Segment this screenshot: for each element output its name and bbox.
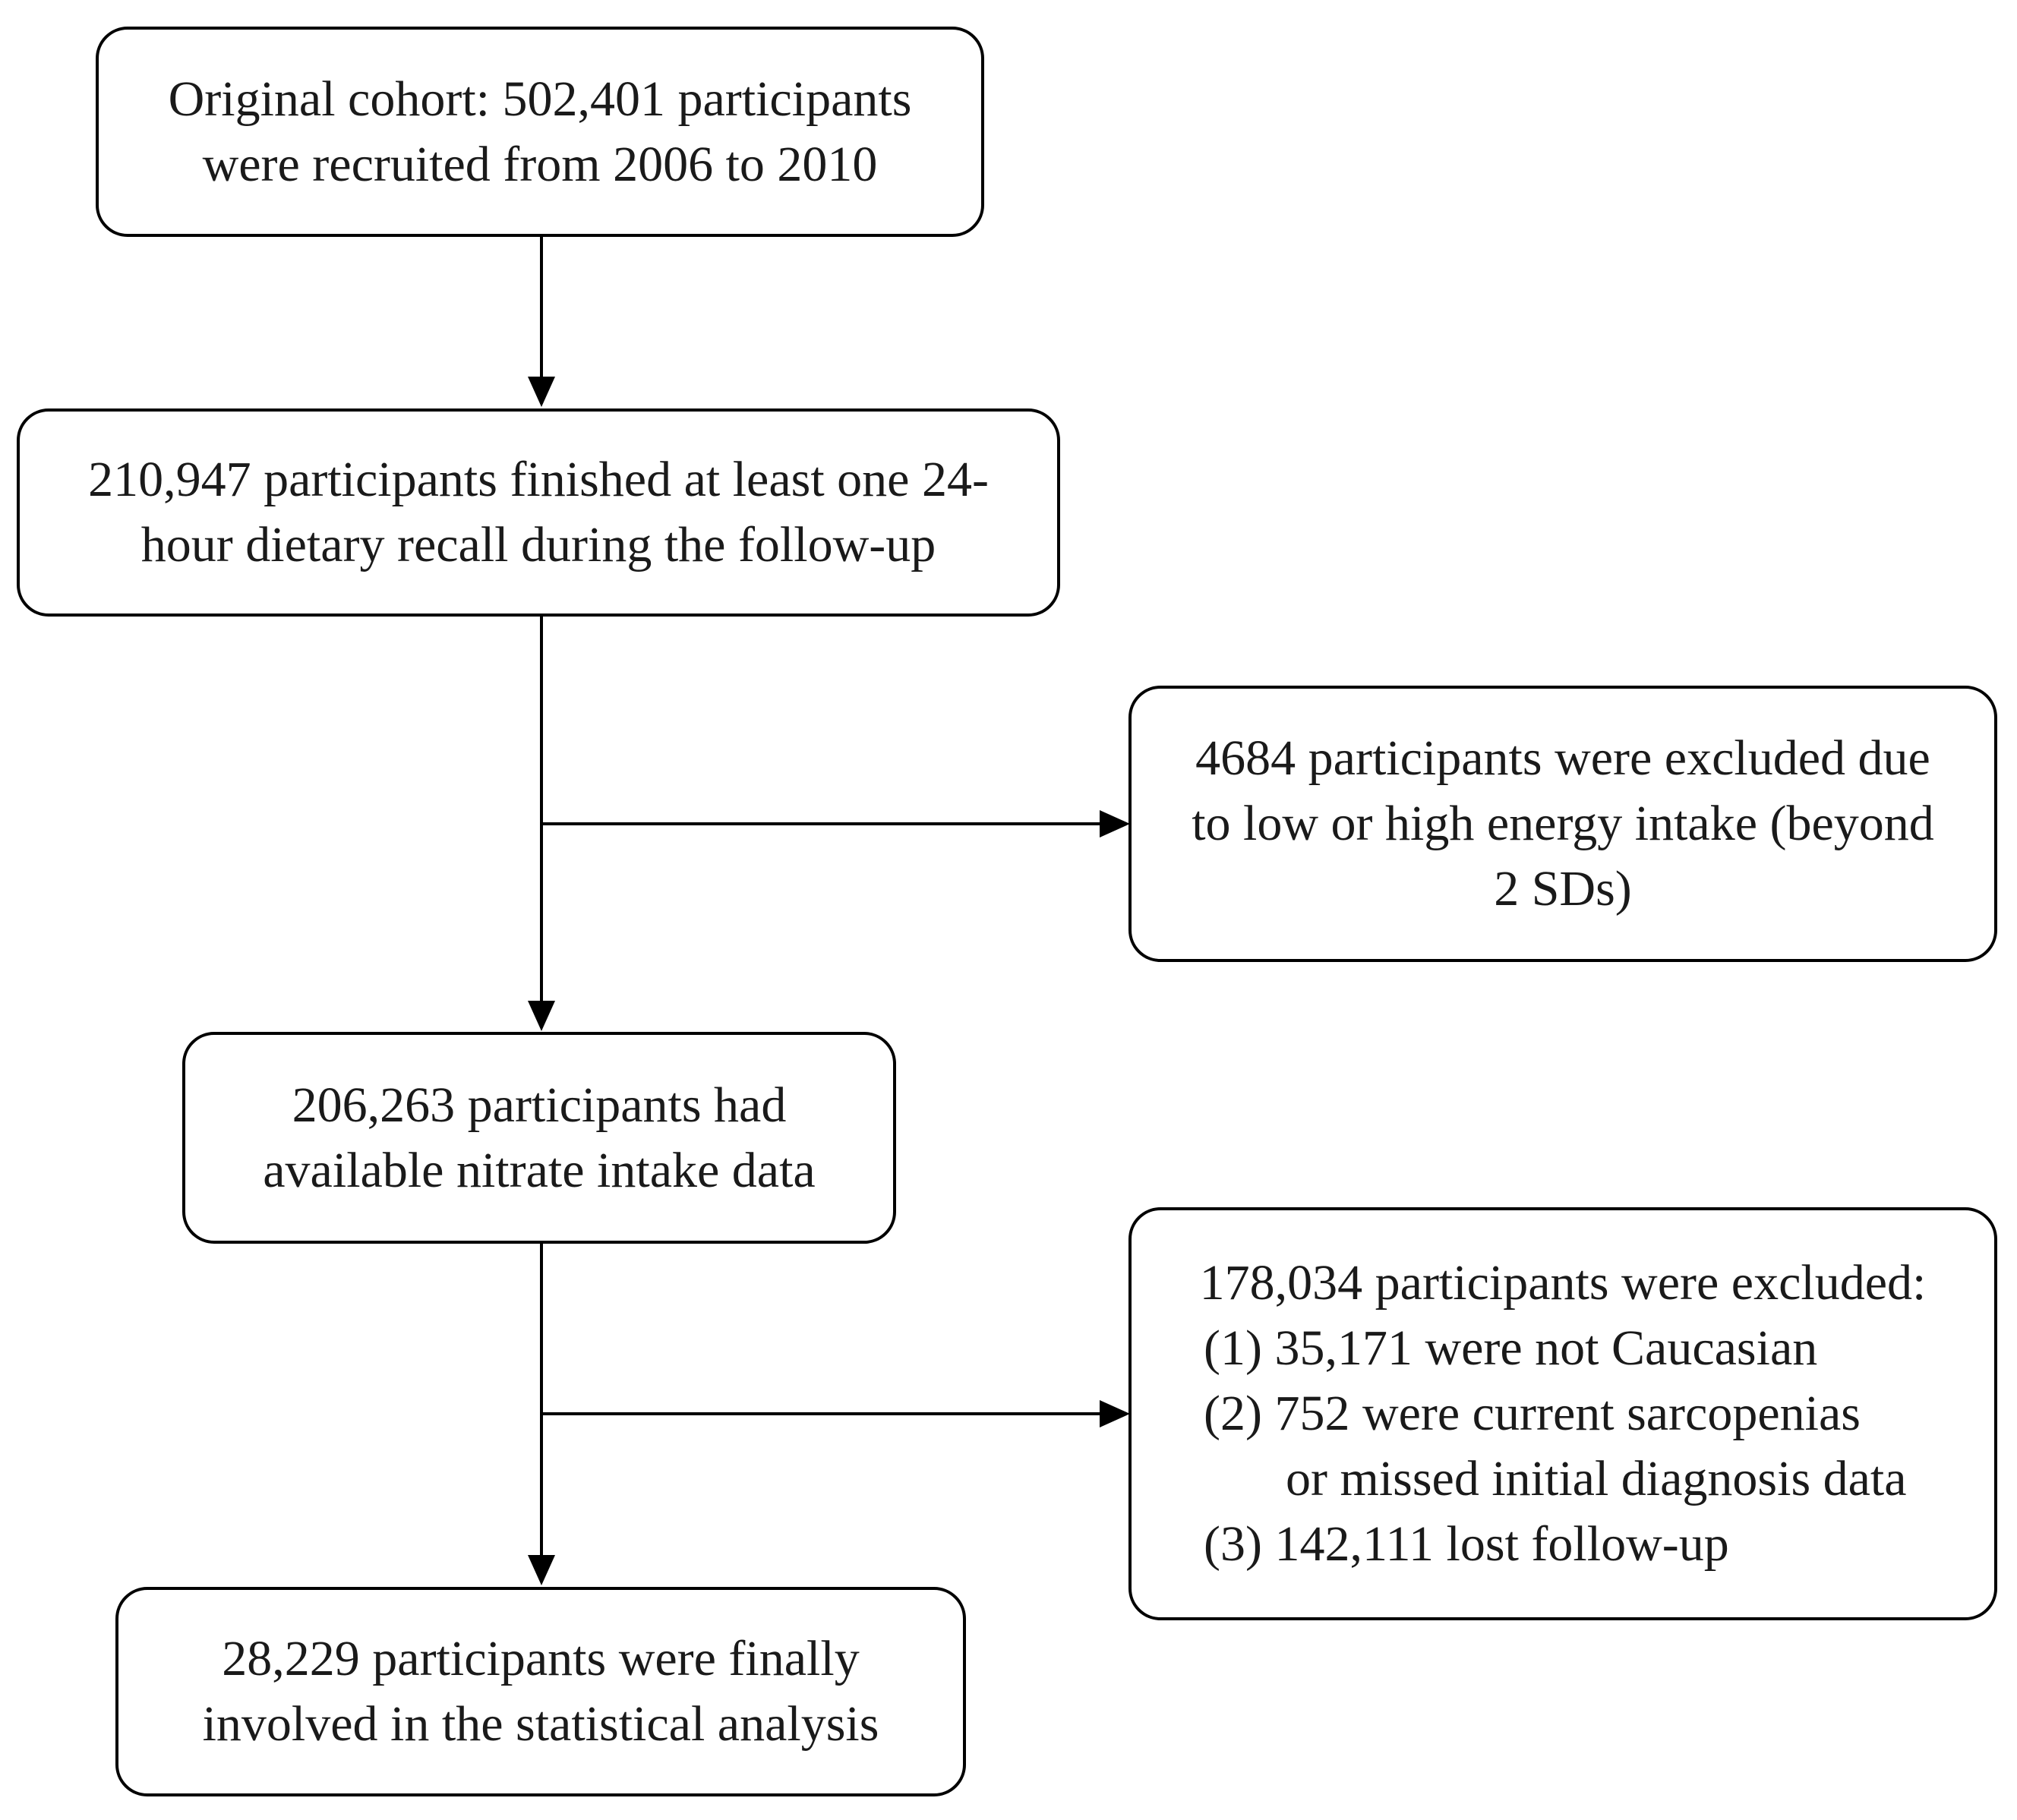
box-final-analysis: 28,229 participants were finally involve…: [115, 1587, 966, 1796]
box-line: to low or high energy intake (beyond: [1192, 796, 1934, 851]
box-exclusion-energy-intake: 4684 participants were excluded due to l…: [1128, 686, 1997, 962]
box-line: involved in the statistical analysis: [202, 1696, 879, 1752]
exclusion-heading: 178,034 participants were excluded:: [1199, 1255, 1927, 1311]
box-line: Original cohort: 502,401 participants: [168, 71, 912, 127]
box-nitrate-intake: 206,263 participants had available nitra…: [182, 1032, 896, 1244]
box-exclusion-criteria: 178,034 participants were excluded: (1) …: [1128, 1207, 1997, 1620]
arrowhead-2: [528, 1001, 555, 1031]
box-line: 2 SDs): [1494, 861, 1632, 916]
box-line: 28,229 participants were finally: [222, 1631, 860, 1686]
box-original-cohort: Original cohort: 502,401 participants we…: [96, 27, 984, 237]
arrowhead-5: [1100, 1400, 1130, 1427]
exclusion-item: (3) 142,111 lost follow-up: [1204, 1516, 1729, 1572]
box-line: hour dietary recall during the follow-up: [140, 517, 936, 572]
box-line: 210,947 participants finished at least o…: [88, 452, 989, 507]
box-dietary-recall: 210,947 participants finished at least o…: [17, 408, 1060, 617]
arrowhead-1: [528, 377, 555, 407]
box-line: 4684 participants were excluded due: [1195, 730, 1930, 786]
exclusion-item-continuation: or missed initial diagnosis data: [1286, 1451, 1907, 1506]
box-line: 206,263 participants had: [292, 1077, 787, 1133]
exclusion-item: (1) 35,171 were not Caucasian: [1204, 1320, 1818, 1376]
arrowhead-4: [528, 1555, 555, 1585]
box-line: available nitrate intake data: [263, 1142, 816, 1198]
box-line: were recruited from 2006 to 2010: [202, 136, 878, 192]
exclusion-item: (2) 752 were current sarcopenias: [1204, 1386, 1861, 1441]
arrowhead-3: [1100, 810, 1130, 837]
